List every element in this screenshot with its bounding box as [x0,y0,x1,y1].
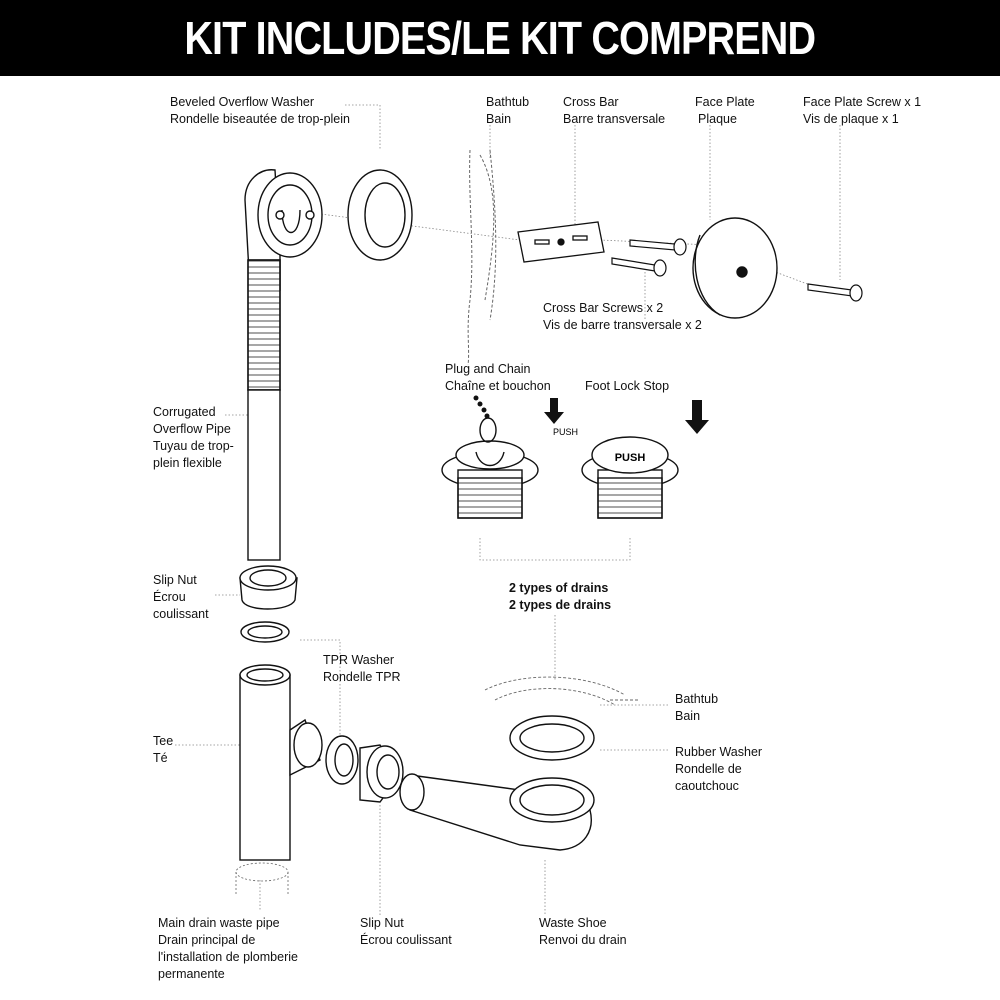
rubber-washer [509,715,595,761]
label-foot-lock-stop: Foot Lock Stop [585,379,670,393]
face-plate-screw [807,283,863,302]
slip-washer-top [240,621,290,643]
cross-bar [517,221,605,263]
bathtub-wall-bottom [484,676,640,706]
waste-shoe [399,773,595,851]
push-label-small: PUSH [553,427,578,437]
corrugated-overflow-pipe [244,169,323,561]
tpr-washer [325,735,359,785]
tee-fitting [239,664,323,861]
push-arrow-foot-lock [685,400,709,434]
title-banner: KIT INCLUDES/LE KIT COMPREND [0,0,1000,76]
bathtub-wall-top [467,149,497,366]
cross-bar-screws [611,238,687,277]
page-title: KIT INCLUDES/LE KIT COMPREND [184,12,817,64]
plug-and-chain-drain [441,395,539,519]
push-arrow-plug [544,398,564,424]
slip-nut-bottom [359,744,404,803]
face-plate [692,217,778,319]
main-drain-pipe-outline [235,862,289,895]
beveled-overflow-washer [347,169,413,261]
foot-lock-stop-drain [581,436,679,519]
slip-nut-top [239,565,298,610]
push-button-label: PUSH [615,452,646,464]
